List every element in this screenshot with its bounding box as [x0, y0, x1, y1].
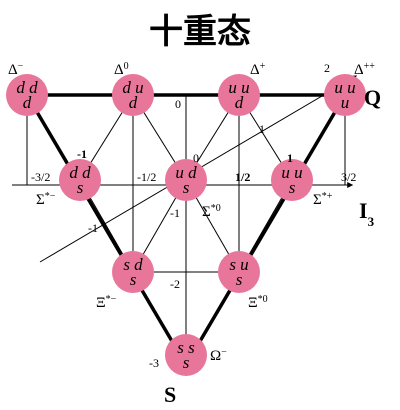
particle-name-labels: Δ− Δ0 Δ+ Δ++ Σ*− Σ*0 Σ*+ Ξ*− Ξ*0 Ω− — [8, 61, 375, 365]
particle-circle — [324, 74, 366, 116]
quark-content-top: d d — [16, 78, 38, 97]
quark-content-bottom: s — [130, 270, 137, 289]
particle-omega-minus: s ss — [165, 334, 207, 376]
quark-content-bottom: s — [183, 353, 190, 372]
particle-xi-star-zero: s us — [218, 251, 260, 293]
particle-circle — [165, 334, 207, 376]
particle-delta-zero: d ud — [112, 74, 154, 116]
particle-sigma-star-plus: u us — [271, 159, 313, 201]
tick-labels: -3/2 -1/2 1/2 3/2 0 -1 -2 -3 -1 0 1 2 -1… — [31, 61, 356, 370]
particle-circle — [6, 74, 48, 116]
particle-circle — [112, 251, 154, 293]
i3-tick-neg-1-2: -1/2 — [137, 170, 156, 184]
quark-content-bottom: d — [23, 93, 32, 112]
particle-delta-minus: d dd — [6, 74, 48, 116]
particle-delta-plus: u ud — [218, 74, 260, 116]
q-tick-0: 0 — [193, 151, 199, 165]
i3-tick-neg-3-2: -3/2 — [31, 170, 50, 184]
label-delta-minus: Δ− — [8, 61, 24, 79]
quark-content-bottom: d — [129, 93, 138, 112]
label-omega-minus: Ω− — [210, 347, 227, 365]
axes — [12, 75, 358, 374]
axis-label-i3: I3 — [359, 198, 375, 229]
q-tick-neg-1: -1 — [77, 147, 87, 161]
quark-content-top: u u — [281, 163, 302, 182]
label-sigma-star-minus: Σ*− — [36, 191, 56, 209]
label-delta-zero: Δ0 — [114, 61, 129, 79]
axis-label-q: Q — [364, 85, 381, 110]
label-xi-star-zero: Ξ*0 — [248, 294, 268, 312]
quark-content-bottom: u — [341, 93, 350, 112]
diag-tick-1: 1 — [259, 122, 265, 136]
label-sigma-star-plus: Σ*+ — [313, 191, 333, 209]
s-tick-neg-3: -3 — [149, 356, 159, 370]
quark-content-bottom: d — [235, 93, 244, 112]
triangle-left-edge — [25, 94, 188, 366]
i3-tick-pos-3-2: 3/2 — [341, 170, 356, 184]
diag-tick-neg-1: -1 — [88, 221, 98, 235]
label-delta-plusplus: Δ++ — [354, 61, 375, 79]
axis-name-labels: Q I3 S — [164, 85, 381, 407]
quark-content-top: u u — [228, 78, 249, 97]
quark-content-top: s s — [177, 338, 195, 357]
quark-content-bottom: s — [183, 178, 190, 197]
quark-content-top: d u — [122, 78, 143, 97]
particle-circle — [112, 74, 154, 116]
quark-content-top: s d — [123, 255, 143, 274]
particle-circle — [165, 159, 207, 201]
axis-label-s: S — [164, 382, 176, 407]
label-sigma-star-zero: Σ*0 — [202, 203, 221, 221]
diagram-title: 十重态 — [149, 12, 251, 52]
quark-content-top: s u — [229, 255, 248, 274]
particle-circle — [59, 159, 101, 201]
particle-sigma-star-minus: d ds — [59, 159, 101, 201]
quark-content-top: d d — [69, 163, 91, 182]
triangle-right-edge — [184, 94, 347, 366]
decuplet-triangle — [25, 93, 347, 366]
q-tick-1: 1 — [287, 151, 293, 165]
q-tick-2: 2 — [324, 61, 330, 75]
label-xi-star-minus: Ξ*− — [96, 294, 117, 312]
particle-xi-star-minus: s ds — [112, 251, 154, 293]
s-tick-neg-2: -2 — [170, 277, 180, 291]
quark-content-top: u u — [334, 78, 355, 97]
s-tick-0: 0 — [175, 97, 181, 111]
label-delta-plus: Δ+ — [250, 61, 266, 79]
particle-sigma-star-zero: u ds — [165, 159, 207, 201]
quark-content-bottom: s — [289, 178, 296, 197]
s-tick-neg-1: -1 — [170, 206, 180, 220]
particle-circle — [271, 159, 313, 201]
particle-circle — [218, 251, 260, 293]
particle-nodes: d ddd udu udu uud dsu dsu uss dss uss ss — [6, 74, 366, 376]
quark-content-bottom: s — [77, 178, 84, 197]
particle-circle — [218, 74, 260, 116]
particle-delta-plusplus: u uu — [324, 74, 366, 116]
quark-content-bottom: s — [236, 270, 243, 289]
i3-tick-pos-1-2: 1/2 — [235, 170, 250, 184]
quark-content-top: u d — [175, 163, 197, 182]
